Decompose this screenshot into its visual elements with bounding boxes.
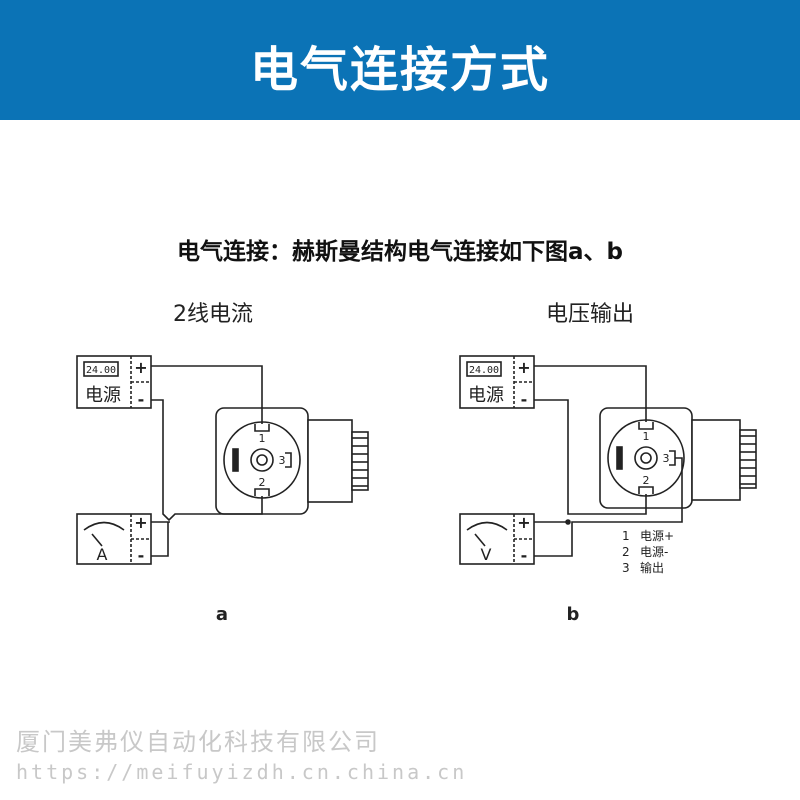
power-label-b: 电源 — [468, 385, 504, 406]
pin-label-b-1: 1 — [643, 430, 650, 443]
wire-a-pin1 — [151, 365, 263, 424]
meter-scale-b — [466, 521, 508, 531]
lcd-value-b: 24.00 — [469, 365, 499, 376]
header-banner: 电气连接方式 — [0, 0, 800, 120]
power-minus-b: - — [521, 390, 528, 409]
meter-needle-a — [91, 533, 103, 547]
pin-label-b-2: 2 — [643, 474, 650, 487]
pin-legend: 1 电源+ 2 电源- 3 输出 — [622, 529, 674, 575]
pin-label-a-1: 1 — [259, 432, 266, 445]
pin-label-b-3: 3 — [663, 452, 670, 465]
diagram-subtitle: 电气连接：赫斯曼结构电气连接如下图a、b — [177, 239, 623, 265]
pin-label-a-2: 2 — [259, 476, 266, 489]
page-title: 电气连接方式 — [249, 42, 550, 98]
meter-plus-b: + — [517, 513, 530, 532]
lcd-display-b — [466, 361, 502, 377]
legend-num-1: 1 — [622, 529, 630, 543]
diagram-b — [459, 355, 757, 565]
meter-label-b: V — [481, 545, 492, 564]
wire-b-pin1 — [534, 365, 647, 422]
diagram-a-title: 2线电流 — [173, 302, 253, 327]
meter-minus-a: - — [138, 546, 145, 565]
meter-minus-b: - — [521, 546, 528, 565]
legend-text-2: 电源- — [640, 545, 668, 559]
power-plus-b: + — [517, 358, 530, 377]
caption-a: a — [216, 604, 228, 625]
footer-url: https://meifuyizdh.cn.china.cn — [16, 760, 468, 784]
legend-num-2: 2 — [622, 545, 630, 559]
lcd-value-a: 24.00 — [86, 365, 116, 376]
legend-text-1: 电源+ — [640, 529, 674, 543]
meter-needle-b — [474, 533, 486, 547]
legend-num-3: 3 — [622, 561, 630, 575]
power-plus-a: + — [134, 358, 147, 377]
pin-label-a-3: 3 — [279, 454, 286, 467]
wire-a-pin2 — [151, 399, 263, 522]
footer-company: 厦门美弗仪自动化科技有限公司 — [16, 728, 380, 756]
meter-scale-a — [83, 521, 125, 531]
meter-label-a: A — [97, 545, 108, 564]
wire-a-meter-minus — [151, 522, 169, 557]
power-label-a: 电源 — [85, 385, 121, 406]
power-minus-a: - — [138, 390, 145, 409]
diagram-b-title: 电压输出 — [545, 302, 634, 327]
wire-b-pin2 — [534, 399, 647, 515]
meter-plus-a: + — [134, 513, 147, 532]
legend-text-3: 输出 — [640, 560, 664, 575]
caption-b: b — [567, 604, 580, 625]
diagram-a — [76, 355, 369, 565]
wire-b-output — [534, 457, 683, 557]
lcd-display-a — [83, 361, 119, 377]
